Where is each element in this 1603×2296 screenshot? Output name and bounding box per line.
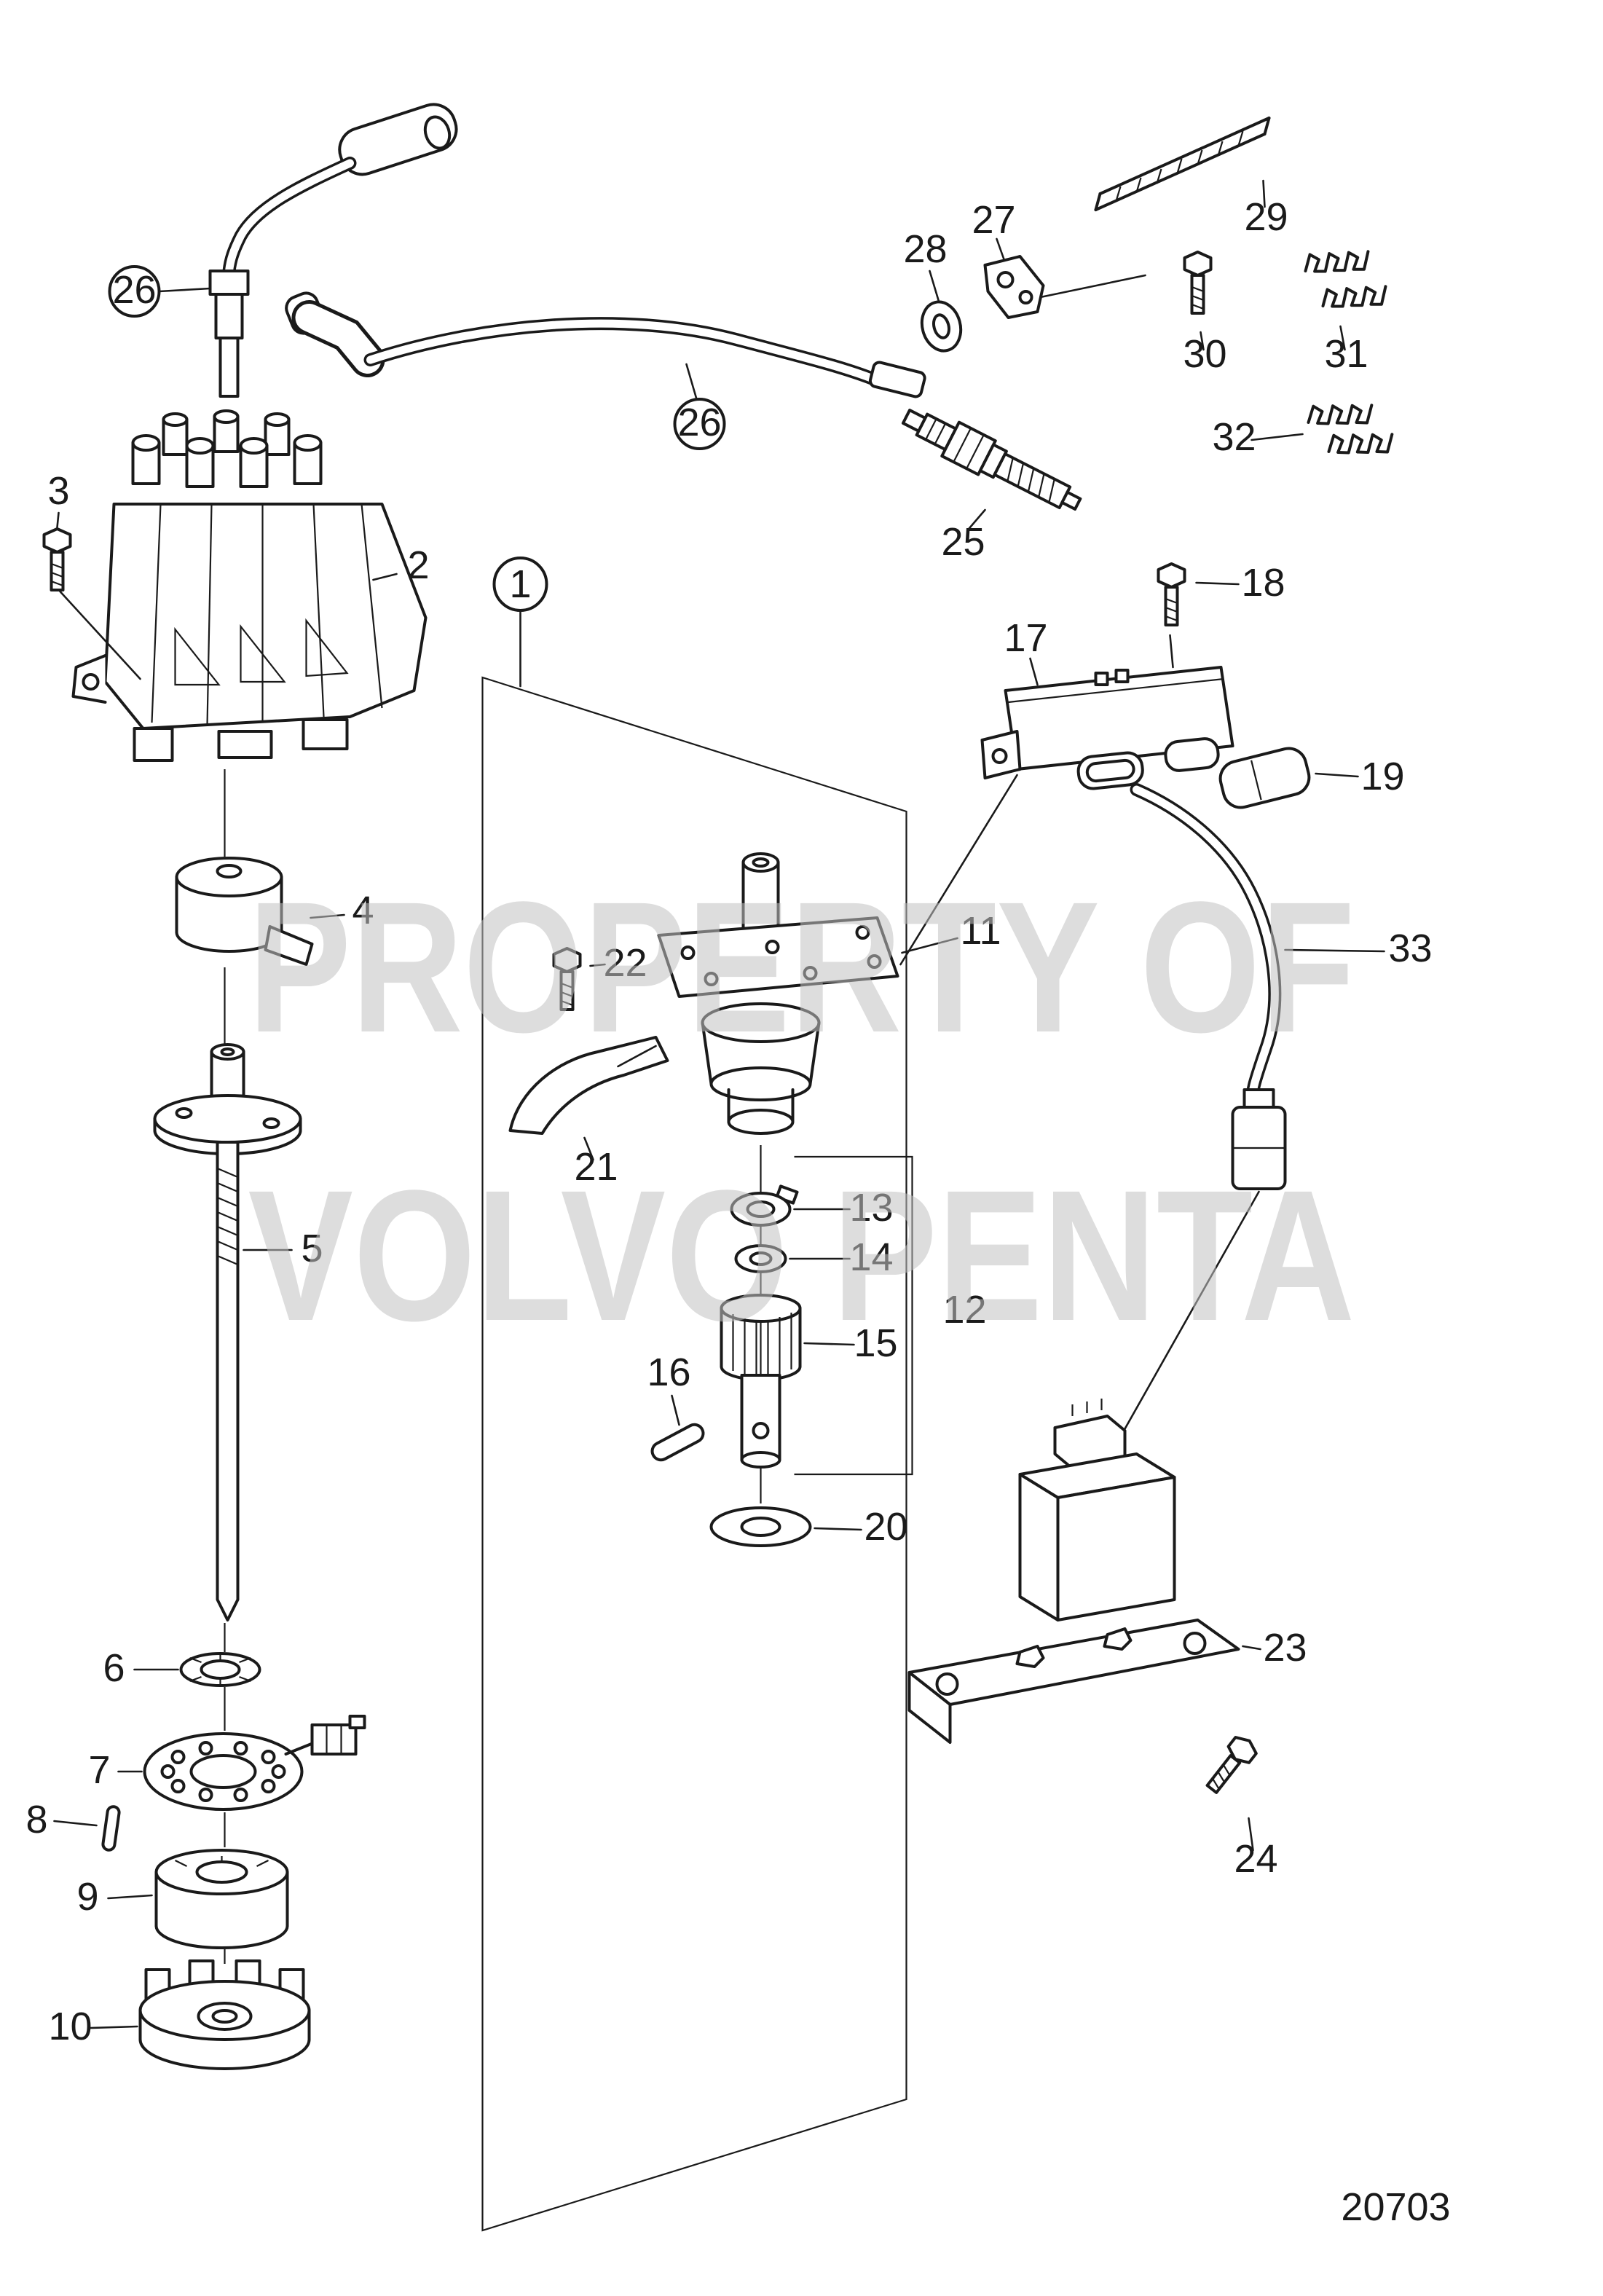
drive-collar — [153, 1043, 302, 1155]
spark-plug-wire-a — [208, 103, 458, 398]
callout-23: 23 — [1263, 1626, 1307, 1670]
distributor-housing — [657, 774, 1018, 1135]
bolt-24 — [1200, 1731, 1261, 1799]
callout-24: 24 — [1234, 1837, 1277, 1881]
thrust-washer — [734, 1244, 787, 1273]
callout-7: 7 — [88, 1748, 110, 1792]
callout-25: 25 — [941, 520, 985, 564]
serrated-clip-strip — [1094, 117, 1271, 211]
spark-plug — [901, 409, 1082, 511]
group-bracket-12 — [794, 1155, 913, 1476]
leader-lines — [53, 179, 1385, 2029]
assembly-plane-outline — [481, 676, 907, 2232]
ground-strap-bracket — [983, 255, 1146, 319]
ignition-module — [980, 634, 1234, 790]
module-connector-19 — [1218, 747, 1311, 809]
gear-pin — [650, 1423, 705, 1462]
callout-2: 2 — [407, 543, 429, 587]
bolt-30 — [1183, 251, 1213, 315]
balloon-26a — [108, 265, 161, 318]
callout-20: 20 — [864, 1505, 907, 1549]
bolt-18 — [1157, 562, 1186, 626]
distributor-shaft — [216, 1141, 240, 1621]
cable-clip-32a — [1303, 390, 1377, 439]
callout-6: 6 — [103, 1646, 125, 1690]
dust-shield-base — [138, 1959, 311, 2070]
callout-31: 31 — [1324, 332, 1368, 376]
pickup-coil — [143, 1715, 366, 1811]
callout-33: 33 — [1388, 927, 1432, 970]
callout-5: 5 — [301, 1227, 323, 1270]
callout-11: 11 — [960, 909, 1001, 953]
cable-clip-32b — [1323, 420, 1398, 468]
callout-16: 16 — [647, 1351, 690, 1394]
callout-1: 1 — [509, 562, 531, 606]
reluctor — [154, 1849, 289, 1949]
lock-washer — [179, 1652, 261, 1687]
wiring-harness — [1106, 783, 1287, 1461]
callout-18: 18 — [1241, 561, 1285, 605]
callout-29: 29 — [1244, 195, 1288, 239]
callout-28: 28 — [903, 227, 947, 271]
callout-26b: 26 — [677, 401, 721, 444]
terminal-washer — [920, 300, 963, 353]
doc-number: 20703 — [1341, 2185, 1450, 2229]
ignition-coil — [907, 1399, 1240, 1744]
callout-9: 9 — [76, 1875, 98, 1919]
callout-32: 32 — [1212, 415, 1256, 459]
balloon-26b — [673, 398, 726, 450]
callout-21: 21 — [574, 1145, 618, 1189]
callout-13: 13 — [849, 1186, 893, 1230]
callout-19: 19 — [1360, 755, 1404, 798]
callout-8: 8 — [25, 1798, 47, 1841]
shaft-lock — [730, 1184, 799, 1227]
callout-27: 27 — [972, 198, 1015, 242]
callout-17: 17 — [1004, 616, 1047, 660]
drive-gear — [720, 1294, 802, 1469]
callout-30: 30 — [1183, 332, 1226, 376]
distributor-cap — [71, 409, 428, 762]
callout-12: 12 — [942, 1288, 986, 1332]
spark-plug-wire-b — [285, 291, 926, 398]
cable-clip-31a — [1299, 237, 1374, 287]
balloon-1 — [492, 557, 548, 612]
callout-14: 14 — [849, 1235, 893, 1279]
callout-22: 22 — [603, 941, 647, 985]
callout-10: 10 — [48, 2005, 92, 2048]
watermark-line2: VOLVO PENTA — [248, 1152, 1355, 1360]
callout-labels: 26 26 1 2 3 4 5 6 7 8 9 10 11 12 13 14 1… — [25, 195, 1432, 2048]
cable-clip-31b — [1317, 272, 1392, 322]
callout-15: 15 — [854, 1321, 897, 1365]
watermark-line1: PROPERTY OF — [248, 863, 1355, 1072]
roll-pin — [101, 1805, 121, 1852]
callout-26a: 26 — [112, 268, 156, 312]
callout-4: 4 — [352, 889, 374, 932]
watermark: PROPERTY OF VOLVO PENTA — [248, 863, 1355, 1360]
rotor — [175, 857, 314, 966]
clamp-fork — [508, 1036, 669, 1135]
flat-washer-20 — [709, 1506, 812, 1547]
callout-3: 3 — [47, 469, 69, 513]
bolt-3 — [42, 527, 72, 591]
